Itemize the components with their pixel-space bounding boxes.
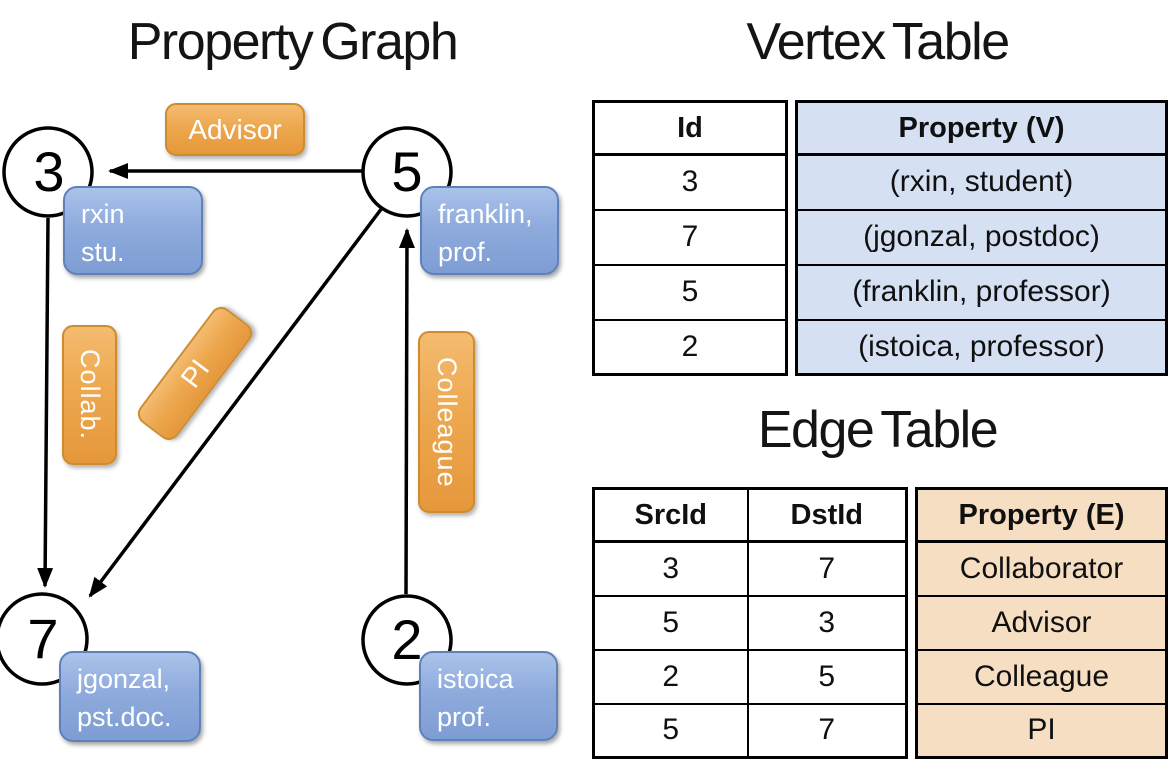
edge-srcid-cell: 5 <box>592 594 749 651</box>
property-graph-canvas <box>0 126 453 686</box>
node-id-3: 3 <box>33 140 65 203</box>
edge-label-text: Colleague <box>432 356 462 488</box>
node-id-5: 5 <box>391 140 423 203</box>
edge-label-advisor: Advisor <box>165 103 305 156</box>
edge-label-text: Advisor <box>188 113 282 145</box>
edge-label-text: PI <box>174 353 215 394</box>
node-label-line: franklin, <box>438 199 533 229</box>
edge-table-header-srcid: SrcId <box>592 487 749 543</box>
vertex-id-cell: 3 <box>592 153 788 211</box>
node-label-line: stu. <box>81 237 125 267</box>
vertex-table-title: Vertex Table <box>746 13 1010 71</box>
vertex-id-cell: 2 <box>592 318 788 376</box>
edge-table-header-property: Property (E) <box>915 487 1168 543</box>
node-label-line: prof. <box>438 237 493 267</box>
edge-dstid-cell: 3 <box>746 594 908 651</box>
edge-table-header-dstid: DstId <box>746 487 908 543</box>
edge-property-cell: Advisor <box>915 594 1168 651</box>
vertex-property-cell: (franklin, professor) <box>795 263 1168 321</box>
edge-srcid-cell: 5 <box>592 702 749 759</box>
edge-property-cell: Colleague <box>915 648 1168 705</box>
edge-table-property-column: Property (E) Collaborator Advisor Collea… <box>915 487 1168 759</box>
vertex-id-cell: 5 <box>592 263 788 321</box>
edge-pi-5-to-7 <box>88 202 387 598</box>
node-label-franklin: franklin, prof. <box>420 186 559 275</box>
vertex-table-header-id: Id <box>592 100 788 156</box>
vertex-table-id-column: Id 3 7 5 2 <box>592 100 788 376</box>
node-label-istoica: istoica prof. <box>419 651 558 741</box>
node-label-jgonzal: jgonzal, pst.doc. <box>59 651 201 742</box>
edge-property-cell: PI <box>915 702 1168 759</box>
node-id-2: 2 <box>391 608 423 671</box>
vertex-id-cell: 7 <box>592 208 788 266</box>
edge-colleague-2-to-5 <box>398 228 415 595</box>
edge-table-id-columns: SrcId DstId 3 7 5 3 2 5 5 7 <box>592 487 908 759</box>
node-label-line: pst.doc. <box>77 702 172 732</box>
vertex-property-cell: (istoica, professor) <box>795 318 1168 376</box>
vertex-property-cell: (jgonzal, postdoc) <box>795 208 1168 266</box>
vertex-property-cell: (rxin, student) <box>795 153 1168 211</box>
edge-table-title: Edge Table <box>757 401 999 459</box>
edge-label-colleague: Colleague <box>418 331 475 513</box>
edge-label-text: Collab. <box>75 349 105 441</box>
node-label-line: jgonzal, <box>77 664 171 694</box>
edge-srcid-cell: 3 <box>592 540 749 597</box>
property-graph-title: Property Graph <box>127 13 459 71</box>
edge-dstid-cell: 7 <box>746 702 908 759</box>
vertex-table-property-column: Property (V) (rxin, student) (jgonzal, p… <box>795 100 1168 376</box>
node-id-7: 7 <box>27 607 59 670</box>
edge-dstid-cell: 7 <box>746 540 908 597</box>
edge-label-collab: Collab. <box>62 325 117 465</box>
node-label-rxin: rxin stu. <box>63 186 203 275</box>
node-label-line: prof. <box>437 702 492 732</box>
vertex-table-header-property: Property (V) <box>795 100 1168 156</box>
node-label-line: istoica <box>437 664 514 694</box>
node-label-line: rxin <box>81 199 125 229</box>
edge-dstid-cell: 5 <box>746 648 908 705</box>
edge-srcid-cell: 2 <box>592 648 749 705</box>
edge-property-cell: Collaborator <box>915 540 1168 597</box>
edge-collab-3-to-7 <box>37 217 54 588</box>
